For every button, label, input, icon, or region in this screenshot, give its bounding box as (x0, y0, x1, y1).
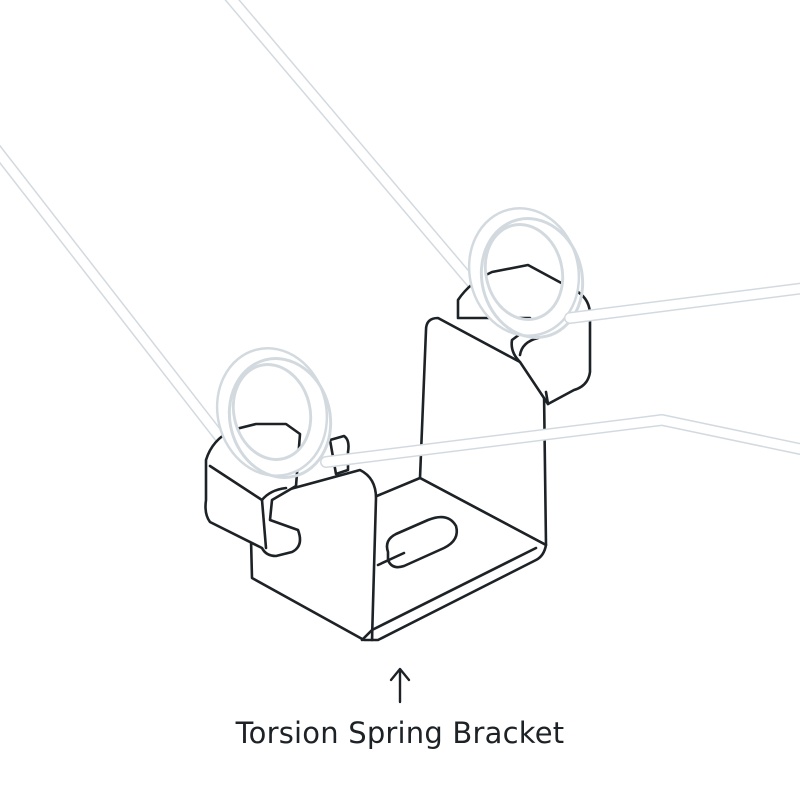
bracket-front-wall (248, 468, 378, 642)
diagram-label: Torsion Spring Bracket (235, 716, 565, 750)
back-wires (0, 0, 484, 446)
bracket (204, 263, 592, 642)
front-wires (320, 282, 800, 468)
base-slot (385, 515, 459, 569)
pointer-arrow (389, 667, 411, 704)
bracket-base (370, 476, 548, 642)
front-hook (204, 422, 302, 558)
spring-coils (215, 207, 585, 479)
